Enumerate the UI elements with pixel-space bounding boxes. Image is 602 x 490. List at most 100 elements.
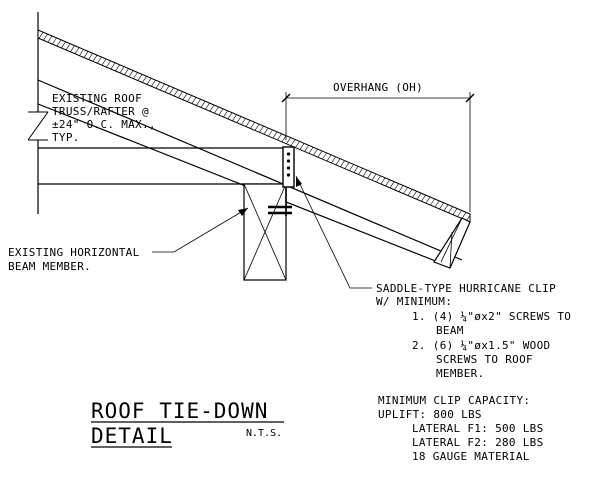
sheathing-hatch-stroke (376, 175, 381, 183)
rafter-top-edge (37, 79, 463, 261)
sheathing-hatch-stroke (47, 35, 53, 43)
sheathing-hatch-stroke (299, 143, 305, 150)
sheathing-hatch-stroke (389, 181, 395, 188)
sheathing-hatch-stroke (164, 85, 170, 93)
sheathing-hatch-stroke (290, 139, 296, 146)
capacity-line-5: 18 GAUGE MATERIAL (412, 450, 530, 463)
capacity-line-2: UPLIFT: 800 LBS (378, 408, 482, 421)
sheathing-hatch-stroke (322, 152, 327, 160)
sheathing-hatch-stroke (245, 120, 251, 127)
sheathing-hatch-stroke (286, 137, 291, 144)
rafter-label-line-2: TRUSS/RAFTER @ (52, 105, 149, 118)
clip-note-line-5: 2. (6) ¼"øx1.5" WOOD (412, 339, 550, 352)
clip-note-line-3: 1. (4) ¼"øx2" SCREWS TO (412, 310, 571, 323)
sheathing-hatch-stroke (191, 97, 197, 104)
sheathing-hatch-stroke (52, 37, 57, 45)
sheathing-hatch-stroke (218, 108, 224, 116)
sheathing-hatch-stroke (425, 196, 431, 204)
capacity-line-4: LATERAL F2: 280 LBS (412, 436, 544, 449)
clip-note-line-1: SADDLE-TYPE HURRICANE CLIP (376, 282, 556, 295)
sheathing-hatch (38, 32, 471, 221)
sheathing-hatch-stroke (97, 57, 102, 64)
sheathing-hatch-stroke (313, 149, 318, 156)
sheathing-hatch-stroke (209, 104, 215, 112)
sheathing-hatch-stroke (169, 87, 174, 95)
clip-note-line-4: BEAM (436, 324, 464, 337)
sheathing-hatch-stroke (367, 172, 372, 179)
sheathing-hatch-stroke (128, 70, 134, 77)
sheathing-hatch-stroke (133, 72, 138, 79)
capacity-line-1: MINIMUM CLIP CAPACITY: (378, 394, 530, 407)
sheathing-hatch-stroke (119, 66, 125, 73)
clip-screw-1 (286, 152, 291, 156)
beam-label-line-2: BEAM MEMBER. (8, 260, 91, 273)
sheathing-hatch-stroke (362, 170, 368, 177)
title-line-2: DETAIL (91, 424, 173, 448)
sheathing-hatch-stroke (340, 160, 345, 167)
sheathing-hatch-stroke (146, 78, 152, 85)
sheathing-hatch-stroke (137, 74, 143, 81)
sheathing-hatch-stroke (461, 212, 467, 219)
break-line-zig (27, 111, 49, 141)
sheathing-hatch-stroke (394, 183, 399, 190)
clip-screw-2 (286, 159, 291, 163)
sheathing-hatch-stroke (236, 116, 242, 123)
sheathing-hatch-stroke (38, 32, 44, 39)
sheathing-hatch-stroke (178, 91, 183, 98)
rafter-label-line-1: EXISTING ROOF (52, 92, 142, 105)
sheathing-hatch-stroke (214, 106, 219, 114)
sheathing-hatch-stroke (380, 177, 386, 185)
clip-screw-3 (286, 166, 291, 170)
clip-screw-4 (286, 173, 291, 177)
beam-leader (152, 207, 249, 253)
clip-note-line-6: SCREWS TO ROOF (436, 353, 533, 366)
sheathing-hatch-stroke (155, 81, 161, 89)
sheathing-hatch-stroke (281, 135, 287, 142)
sheathing-hatch-stroke (254, 124, 260, 131)
sheathing-hatch-stroke (421, 195, 426, 202)
sheathing-hatch-stroke (263, 127, 269, 135)
clip-note-line-7: MEMBER. (436, 367, 484, 380)
sheathing-hatch-stroke (398, 185, 404, 192)
beam-label-line-1: EXISTING HORIZONTAL (8, 246, 140, 259)
sheathing-hatch-stroke (232, 114, 237, 121)
sheathing-hatch-stroke (349, 164, 354, 171)
title-line-1: ROOF TIE-DOWN (91, 399, 268, 423)
clip-leader (295, 175, 372, 289)
sheathing-hatch-stroke (182, 93, 188, 100)
sheathing-hatch-stroke (295, 141, 300, 148)
sheathing-hatch-stroke (268, 129, 273, 137)
sheathing-hatch-stroke (70, 45, 75, 52)
sheathing-hatch-stroke (187, 95, 192, 102)
sheathing-hatch-stroke (430, 198, 435, 206)
sheathing-hatch-stroke (412, 191, 417, 198)
scale-note: N.T.S. (246, 428, 282, 439)
sheathing-hatch-stroke (434, 200, 440, 208)
sheathing-hatch-stroke (452, 208, 458, 215)
sheathing-hatch-stroke (43, 34, 48, 41)
sheathing-hatch-stroke (304, 145, 309, 152)
sheathing-hatch-stroke (335, 158, 341, 165)
sheathing-hatch-stroke (326, 154, 332, 162)
sheathing-hatch-stroke (403, 187, 408, 194)
rafter-tail-x2 (449, 231, 453, 269)
sheathing-hatch-stroke (151, 80, 156, 87)
sheathing-hatch-stroke (241, 118, 246, 125)
sheathing-hatch-stroke (308, 147, 314, 154)
sheathing-hatch-stroke (371, 173, 377, 181)
sheathing-hatch-stroke (457, 210, 462, 217)
sheathing-hatch-stroke (407, 189, 413, 196)
sheathing-hatch-stroke (259, 126, 264, 133)
sheathing-hatch-stroke (416, 193, 422, 200)
sheathing-hatch-stroke (196, 99, 201, 106)
sheathing-hatch-stroke (250, 122, 255, 129)
sheathing-hatch-stroke (317, 150, 323, 158)
rafter-label-line-4: TYP. (52, 131, 80, 144)
sheathing-hatch-stroke (65, 43, 71, 50)
rafter-bottom-edge (37, 103, 439, 263)
sheathing-hatch-stroke (353, 166, 359, 173)
beam-leader-arrow (238, 208, 248, 216)
sheathing-hatch-stroke (223, 110, 228, 118)
